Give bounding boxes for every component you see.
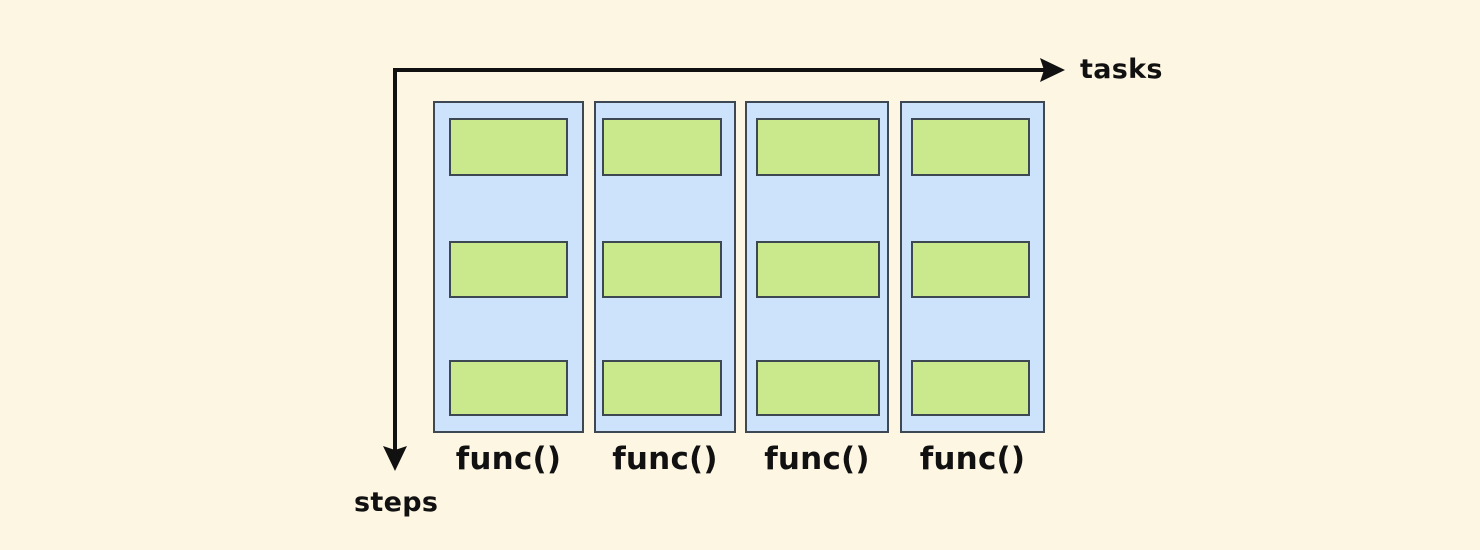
step-box[interactable]	[756, 241, 880, 298]
func-label-row: func() func() func() func()	[433, 437, 1045, 487]
step-box[interactable]	[602, 118, 722, 176]
task-column[interactable]	[433, 101, 584, 433]
step-box[interactable]	[449, 118, 568, 176]
step-box[interactable]	[911, 118, 1030, 176]
task-column[interactable]	[900, 101, 1045, 433]
steps-axis-label: steps	[354, 487, 439, 518]
step-box[interactable]	[602, 241, 722, 298]
task-grid	[433, 101, 1045, 433]
step-box[interactable]	[911, 360, 1030, 416]
tasks-axis-label: tasks	[1080, 54, 1163, 85]
step-box[interactable]	[756, 360, 880, 416]
tasks-axis-arrowhead	[1040, 58, 1065, 82]
step-box[interactable]	[756, 118, 880, 176]
func-label: func()	[919, 441, 1026, 477]
func-label: func()	[764, 441, 870, 477]
step-box[interactable]	[449, 241, 568, 298]
steps-axis-arrowhead	[383, 446, 407, 471]
step-box[interactable]	[911, 241, 1030, 298]
func-label: func()	[455, 441, 562, 477]
func-label: func()	[612, 441, 718, 477]
task-column[interactable]	[745, 101, 889, 433]
step-box[interactable]	[602, 360, 722, 416]
step-box[interactable]	[449, 360, 568, 416]
task-column[interactable]	[594, 101, 736, 433]
